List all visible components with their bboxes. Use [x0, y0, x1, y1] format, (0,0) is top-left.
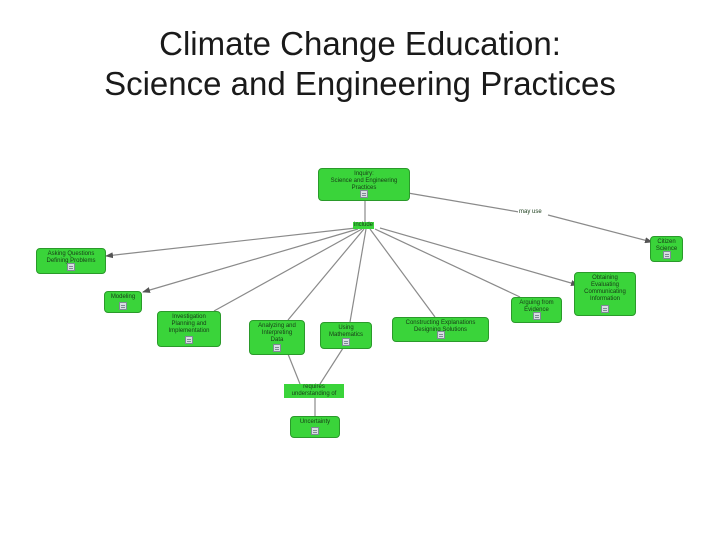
document-icon[interactable] — [662, 251, 671, 259]
node-investigation-line-3: Implementation — [168, 328, 210, 334]
node-math-line-2: Mathematics — [328, 332, 363, 338]
node-obtaining-line-3: Communicating — [584, 289, 626, 295]
edge-include-asking — [105, 227, 357, 259]
node-investigation[interactable]: Investigation Planning and Implementatio… — [157, 311, 221, 347]
slide-title: Climate Change Education: Science and En… — [0, 24, 720, 104]
document-icon[interactable] — [360, 190, 368, 198]
node-inquiry-line-1: Inquiry: — [354, 171, 374, 177]
link-label-may-use[interactable]: may use — [518, 209, 543, 216]
edge-include-constructing — [369, 228, 436, 318]
node-investigation-line-1: Investigation — [172, 314, 206, 320]
node-citizen-line-2: Science — [655, 246, 678, 252]
node-arguing-line-1: Arguing from — [519, 300, 554, 306]
requires-line-2: understanding of — [291, 391, 337, 397]
title-line-2: Science and Engineering Practices — [104, 65, 616, 102]
document-icon[interactable] — [342, 338, 350, 346]
node-arguing-from-evidence[interactable]: Arguing from Evidence — [511, 297, 562, 323]
link-label-requires-understanding[interactable]: requires understanding of — [284, 384, 344, 398]
node-citizen-line-1: Citizen — [657, 239, 676, 245]
node-uncertainty[interactable]: Uncertainty — [290, 416, 340, 438]
document-icon[interactable] — [273, 344, 281, 352]
document-icon[interactable] — [601, 305, 609, 313]
document-icon[interactable] — [185, 336, 193, 344]
node-constructing-line-1: Constructing Explanations — [405, 320, 476, 326]
node-asking-line-2: Defining Problems — [46, 258, 96, 264]
node-obtaining-line-2: Evaluating — [590, 282, 620, 288]
node-modeling[interactable]: Modeling — [104, 291, 142, 313]
edge-include-math — [349, 228, 367, 323]
document-icon[interactable] — [311, 427, 319, 435]
node-inquiry[interactable]: Inquiry: Science and Engineering Practic… — [318, 168, 410, 201]
node-uncertainty-line-1: Uncertainty — [299, 419, 331, 425]
node-arguing-line-2: Evidence — [524, 307, 549, 313]
node-inquiry-line-3: Practices — [351, 185, 377, 191]
node-obtaining-information[interactable]: Obtaining Evaluating Communicating Infor… — [574, 272, 636, 316]
requires-line-1: requires — [303, 384, 325, 390]
node-constructing-explanations[interactable]: Constructing Explanations Designing Solu… — [392, 317, 489, 342]
node-obtaining-line-4: Information — [589, 296, 620, 302]
node-asking-questions[interactable]: Asking Questions Defining Problems — [36, 248, 106, 274]
node-constructing-line-2: Designing Solutions — [413, 327, 468, 333]
document-icon[interactable] — [532, 312, 541, 320]
node-investigation-line-2: Planning and — [171, 321, 207, 327]
edge-math-requires — [319, 344, 346, 385]
node-analyzing-line-3: Data — [270, 337, 284, 343]
edge-inquiry-mayuse — [401, 191, 526, 214]
node-using-mathematics[interactable]: Using Mathematics — [320, 322, 372, 349]
edge-include-investigation — [213, 228, 363, 312]
edge-include-arguing — [374, 228, 521, 298]
node-analyzing-data[interactable]: Analyzing and Interpreting Data — [249, 320, 305, 355]
edge-mayuse-citizen — [547, 214, 653, 244]
node-analyzing-line-1: Analyzing and — [258, 323, 296, 329]
title-line-1: Climate Change Education: — [159, 25, 561, 62]
document-icon[interactable] — [436, 331, 445, 339]
edge-include-obtaining — [379, 227, 579, 286]
edge-include-modeling — [142, 228, 359, 293]
node-asking-line-1: Asking Questions — [47, 251, 95, 257]
link-label-include[interactable]: include — [353, 222, 375, 229]
node-math-line-1: Using — [338, 325, 354, 331]
document-icon[interactable] — [119, 302, 127, 310]
node-citizen-science[interactable]: Citizen Science — [650, 236, 683, 262]
node-modeling-line-1: Modeling — [110, 294, 136, 300]
edge-include-analyzing — [287, 228, 365, 321]
node-obtaining-line-1: Obtaining — [592, 275, 618, 281]
node-inquiry-line-2: Science and Engineering — [330, 178, 398, 184]
edge-analyzing-requires — [287, 353, 301, 385]
document-icon[interactable] — [67, 263, 75, 271]
node-analyzing-line-2: Interpreting — [261, 330, 293, 336]
